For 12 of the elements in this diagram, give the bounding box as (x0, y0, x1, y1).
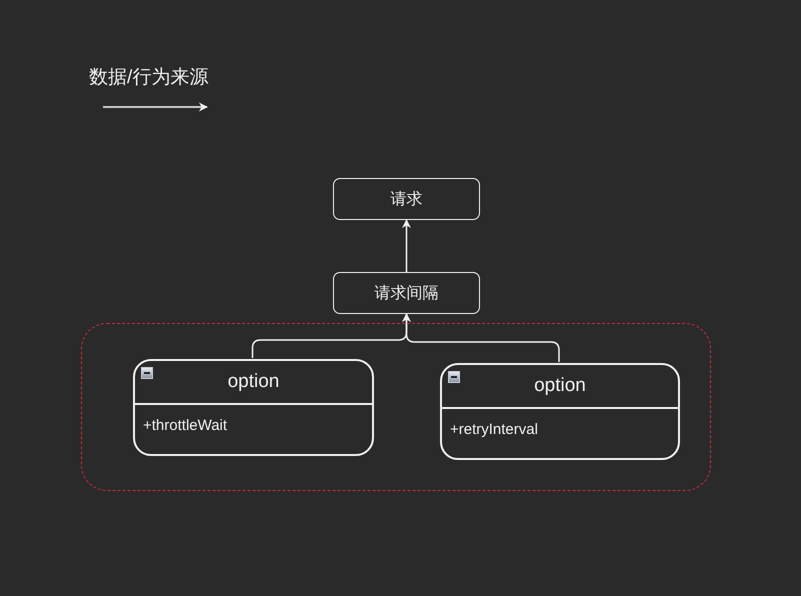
process-box: 请求 (333, 178, 480, 220)
arrow (402, 219, 411, 272)
class-box (133, 359, 374, 456)
process-box: 请求间隔 (333, 272, 480, 314)
legend-label: 数据/行为来源 (89, 66, 208, 90)
dashed-group-frame (81, 323, 711, 491)
class-name: option (228, 371, 280, 393)
arrow (402, 313, 560, 362)
class-box (440, 363, 680, 460)
class-name: option (534, 375, 586, 397)
class-attribute: +throttleWait (143, 417, 228, 434)
class-attribute: +retryInterval (450, 421, 538, 438)
